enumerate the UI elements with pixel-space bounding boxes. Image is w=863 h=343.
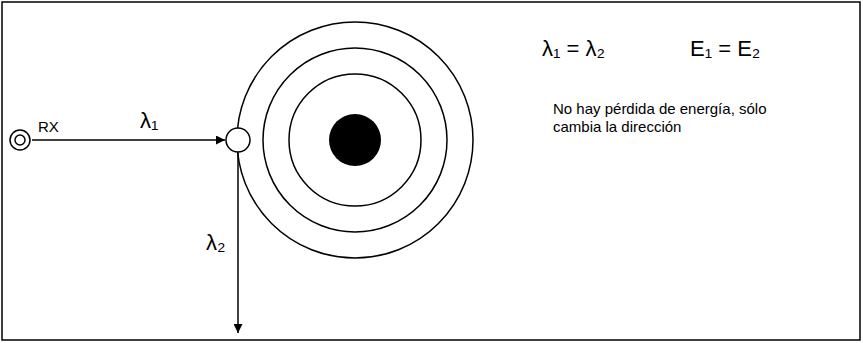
equation-label: λ₁ = λ₂ bbox=[542, 36, 605, 62]
note-text: No hay pérdida de energía, sólo cambia l… bbox=[553, 100, 768, 136]
incident-ray bbox=[32, 139, 225, 141]
wavelength-label: λ₂ bbox=[206, 230, 226, 256]
frame-border bbox=[2, 2, 860, 340]
electron bbox=[226, 128, 250, 152]
source-outer-ring bbox=[10, 130, 30, 150]
source-label: RX bbox=[38, 118, 59, 136]
outer-shell bbox=[237, 22, 473, 258]
source-inner-ring bbox=[15, 135, 25, 145]
nucleus bbox=[329, 114, 381, 166]
inner-shell bbox=[289, 74, 421, 206]
equation-label: E₁ = E₂ bbox=[690, 36, 760, 62]
middle-shell bbox=[263, 48, 447, 232]
wavelength-label: λ₁ bbox=[140, 108, 158, 134]
scattered-ray bbox=[237, 153, 239, 333]
